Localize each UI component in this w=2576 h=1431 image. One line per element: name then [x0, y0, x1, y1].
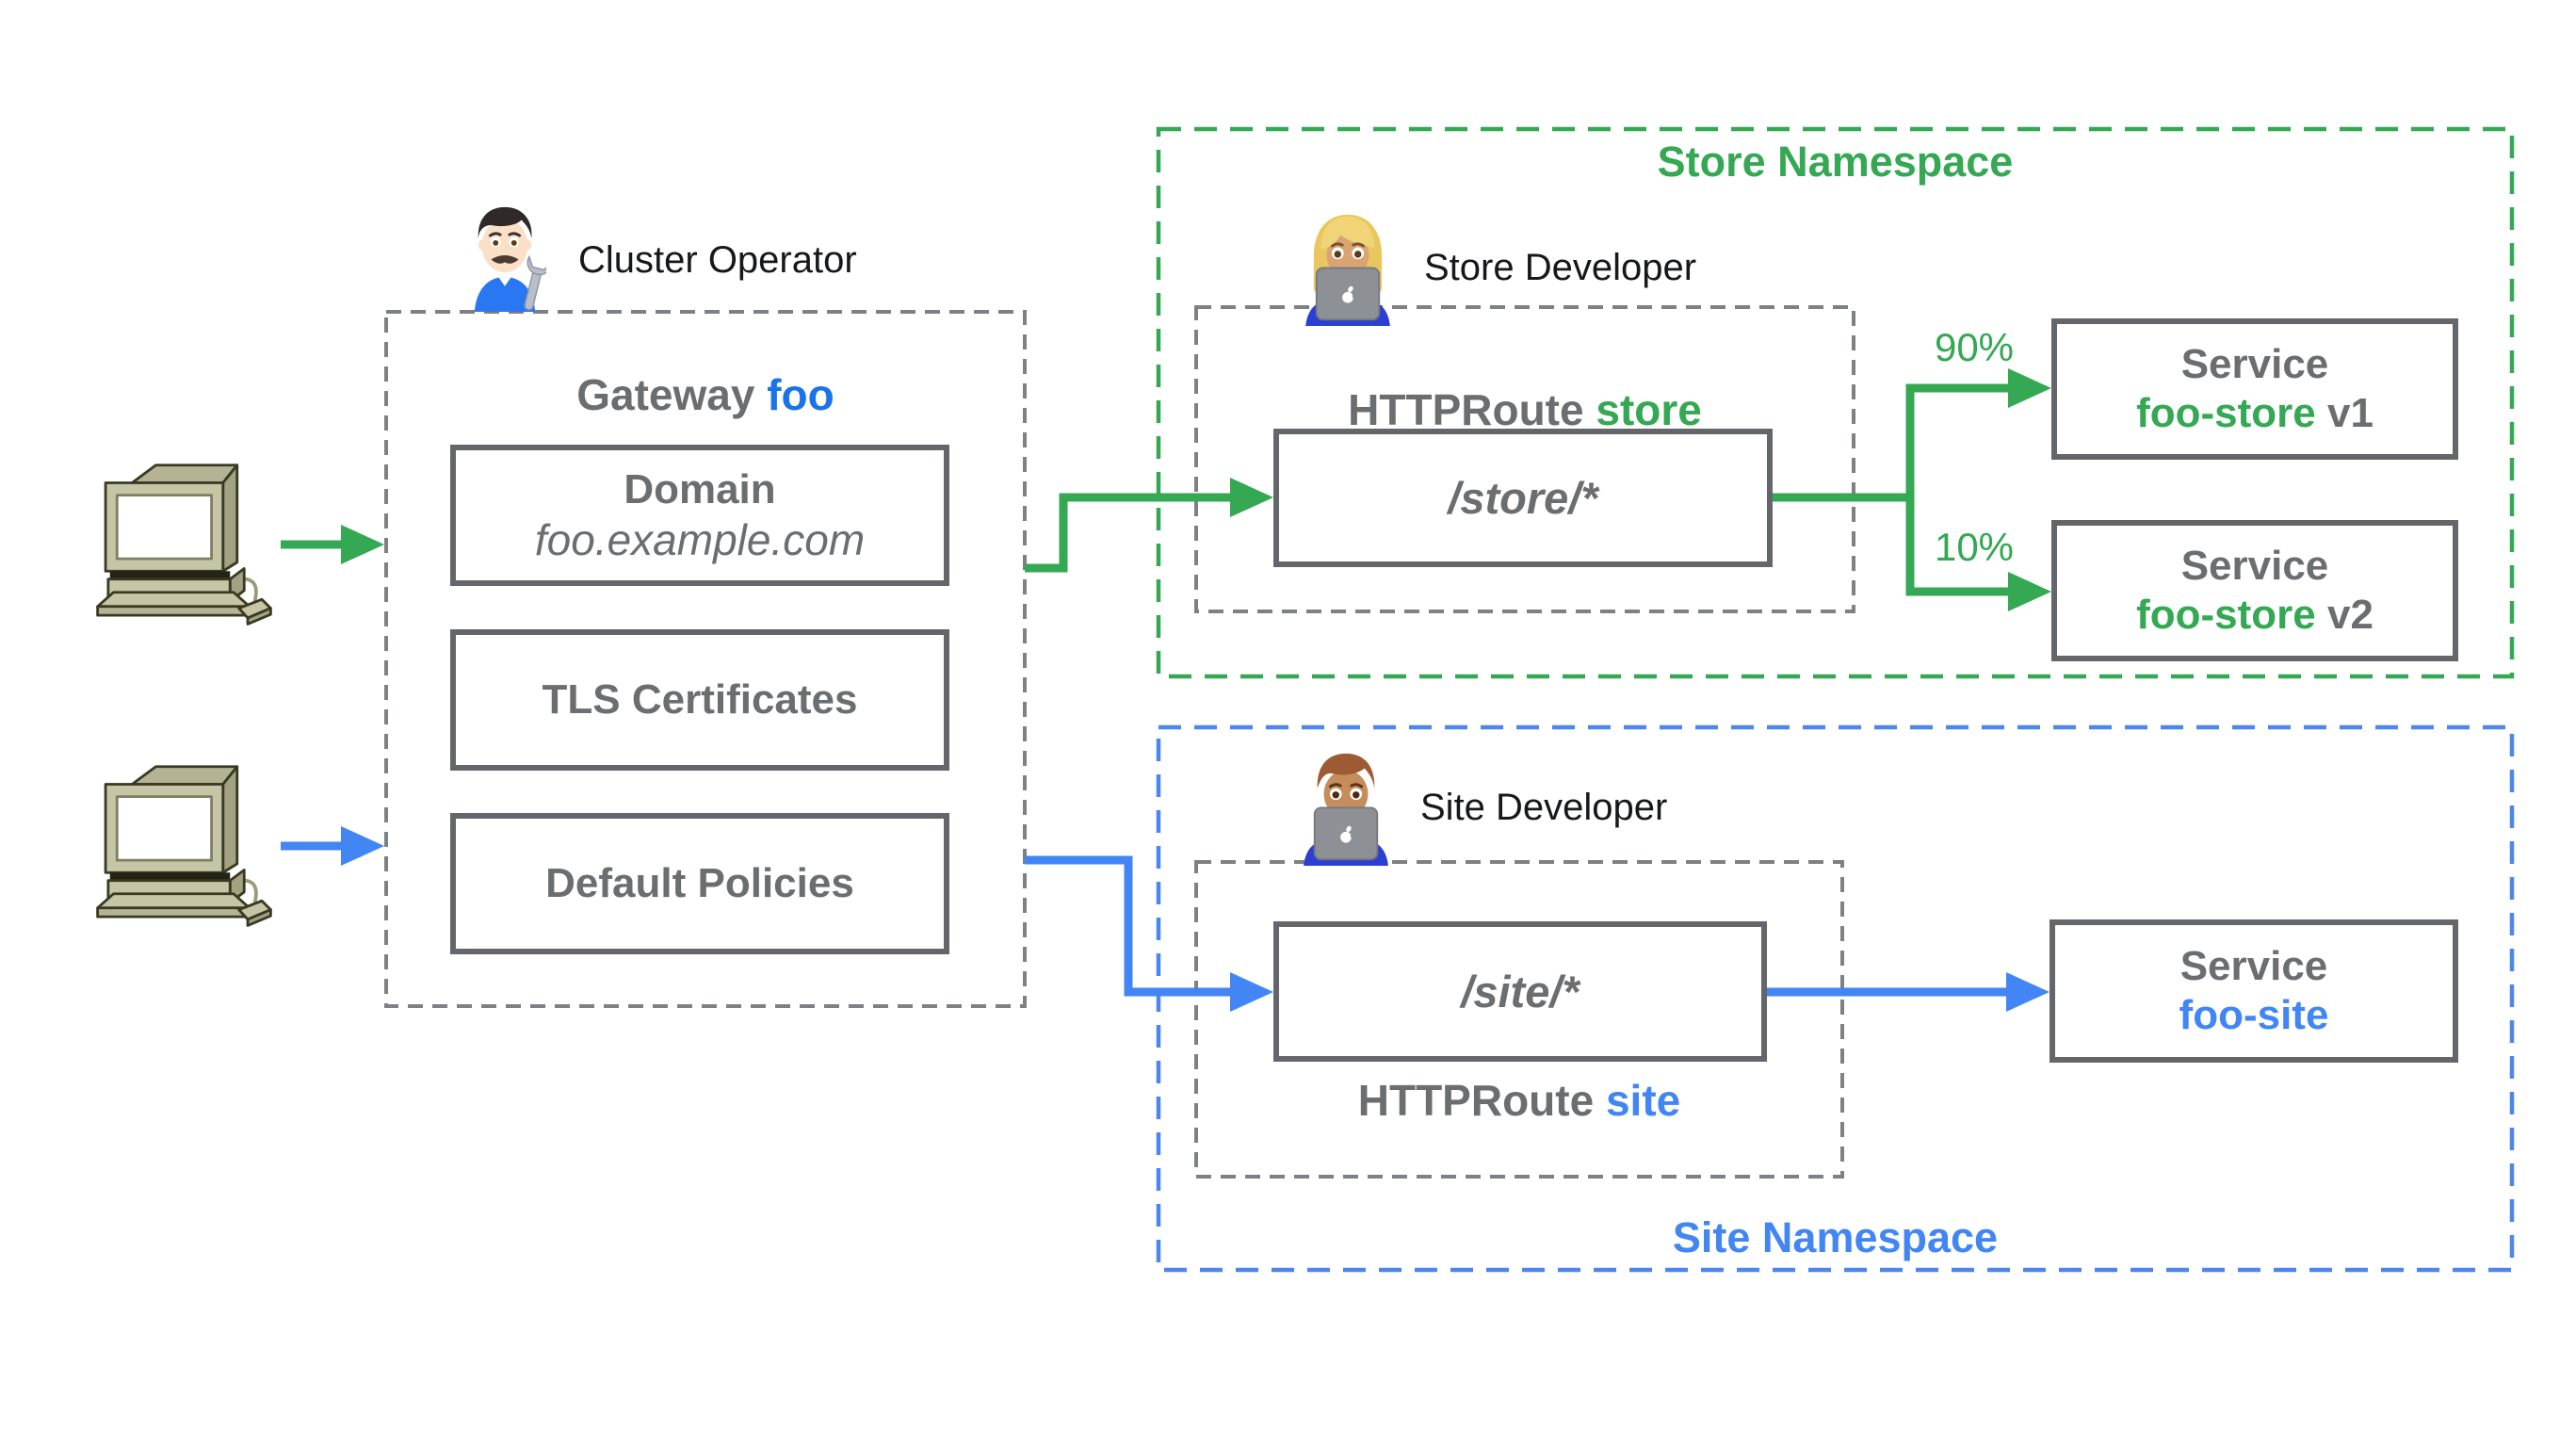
service-label: Service: [2180, 341, 2329, 387]
keyboard-front: [96, 906, 251, 919]
httproute-store-dashed-box: [1194, 305, 1855, 613]
pupil-right: [1353, 791, 1360, 799]
hair: [478, 206, 532, 238]
face: [1323, 770, 1369, 819]
service-v1-version: v1: [2326, 390, 2373, 436]
store-split-90-line: [1773, 383, 2012, 502]
store-route-path: /store/*: [1448, 473, 1598, 523]
store-split-90-arrowhead: [2008, 368, 2051, 408]
eyebrow-right: [508, 232, 522, 237]
apple-logo: [1340, 825, 1355, 843]
keyboard-top: [96, 591, 251, 609]
split-90-label: 90%: [1934, 325, 2015, 369]
keyboard-top: [96, 892, 251, 910]
keyboard-front: [96, 605, 251, 617]
domain-title: Domain: [624, 466, 776, 512]
hair: [1317, 753, 1375, 789]
store-namespace-box: [1156, 126, 2515, 679]
service-foo-store-v2-box: Service foo-store v2: [2051, 520, 2458, 661]
httproute-site-prefix: HTTPRoute: [1357, 1076, 1595, 1125]
site-route-path: /site/*: [1461, 967, 1580, 1016]
gateway-title: Gateway foo: [386, 369, 1025, 420]
service-foo-store-v1-box: Service foo-store v1: [2051, 318, 2458, 460]
wrench-icon: [524, 249, 553, 311]
cluster-operator-label: Cluster Operator: [578, 239, 857, 281]
store-split-10-line: [1905, 497, 2012, 596]
pupil-right: [1354, 251, 1362, 258]
client2-arrowhead: [341, 826, 384, 866]
gateway-title-name: foo: [767, 370, 834, 419]
service-v2-name: foo-store: [2136, 592, 2316, 638]
domain-value: foo.example.com: [534, 515, 866, 564]
domain-box: Domain foo.example.com: [450, 445, 949, 586]
client2-computer-icon: [92, 759, 304, 936]
httproute-site-title: HTTPRoute site: [1196, 1075, 1842, 1126]
monitor-top: [130, 765, 239, 786]
client1-arrowhead: [341, 525, 384, 564]
store-developer-label: Store Developer: [1424, 247, 1697, 288]
woman-technologist-emoji: [1302, 211, 1394, 326]
pupil-left: [1334, 251, 1341, 258]
tls-certificates-label: TLS Certificates: [542, 676, 858, 723]
gateway-to-site-arrowhead: [1230, 972, 1273, 1012]
store-namespace-title: Store Namespace: [1657, 138, 2014, 186]
httproute-store-title: HTTPRoute store: [1196, 384, 1854, 435]
pupil-left: [493, 239, 499, 246]
collar: [498, 276, 511, 286]
httproute-store-name: store: [1596, 385, 1702, 434]
mouse-front: [246, 908, 272, 927]
site-developer-label: Site Developer: [1420, 787, 1668, 828]
monitor-screen: [115, 494, 213, 561]
store-route-path-box: /store/*: [1273, 429, 1773, 567]
service-label: Service: [2179, 943, 2328, 989]
site-route-path-box: /site/*: [1273, 921, 1767, 1062]
monitor-neck: [109, 571, 231, 579]
mustache: [491, 255, 519, 264]
shirt: [474, 276, 536, 312]
site-route-to-service-arrowhead: [2006, 972, 2049, 1012]
store-split-10-arrowhead: [2008, 572, 2051, 611]
service-name-line: foo-store v2: [2136, 591, 2373, 640]
service-foo-site-box: Service foo-site: [2049, 919, 2458, 1063]
default-policies-label: Default Policies: [545, 860, 854, 906]
gateway-title-prefix: Gateway: [576, 370, 755, 419]
service-v1-name: foo-store: [2136, 390, 2316, 436]
man-technologist-emoji: [1300, 746, 1392, 866]
httproute-site-name: site: [1605, 1076, 1681, 1125]
site-namespace-title: Site Namespace: [1672, 1213, 1999, 1261]
service-foo-site-name: foo-site: [2179, 992, 2329, 1038]
apple-logo: [1342, 285, 1357, 303]
eyebrow-left: [488, 232, 502, 237]
eyebrow-right: [1350, 783, 1364, 789]
mouse-front: [246, 607, 272, 626]
site-namespace-box: [1156, 724, 2515, 1273]
httproute-store-prefix: HTTPRoute: [1348, 385, 1584, 434]
default-policies-box: Default Policies: [450, 813, 949, 954]
monitor-side: [221, 765, 239, 874]
service-name-line: foo-store v1: [2136, 389, 2373, 438]
gateway-to-store-route-line: [1025, 493, 1234, 573]
monitor-neck: [109, 872, 231, 881]
client1-computer-icon: [92, 458, 304, 635]
gateway-to-site-route-line: [1025, 855, 1234, 997]
eyebrow-left: [1330, 242, 1344, 248]
gateway-to-store-arrowhead: [1230, 478, 1273, 517]
pupil-left: [1332, 791, 1339, 799]
monitor-top: [130, 463, 239, 484]
man-mechanic-emoji: [463, 202, 553, 312]
pupil-right: [510, 239, 517, 246]
monitor-screen: [115, 795, 213, 862]
service-v2-version: v2: [2326, 592, 2373, 638]
tls-certificates-box: TLS Certificates: [450, 629, 949, 771]
gateway-dashed-box: [384, 310, 1027, 1008]
eyebrow-right: [1352, 242, 1366, 248]
face: [481, 219, 528, 273]
service-label: Service: [2180, 543, 2329, 589]
hair-fringe: [1320, 216, 1375, 250]
eyebrow-left: [1328, 783, 1342, 789]
httproute-site-dashed-box: [1194, 860, 1844, 1179]
split-10-label: 10%: [1934, 525, 2015, 569]
monitor-side: [221, 463, 239, 573]
